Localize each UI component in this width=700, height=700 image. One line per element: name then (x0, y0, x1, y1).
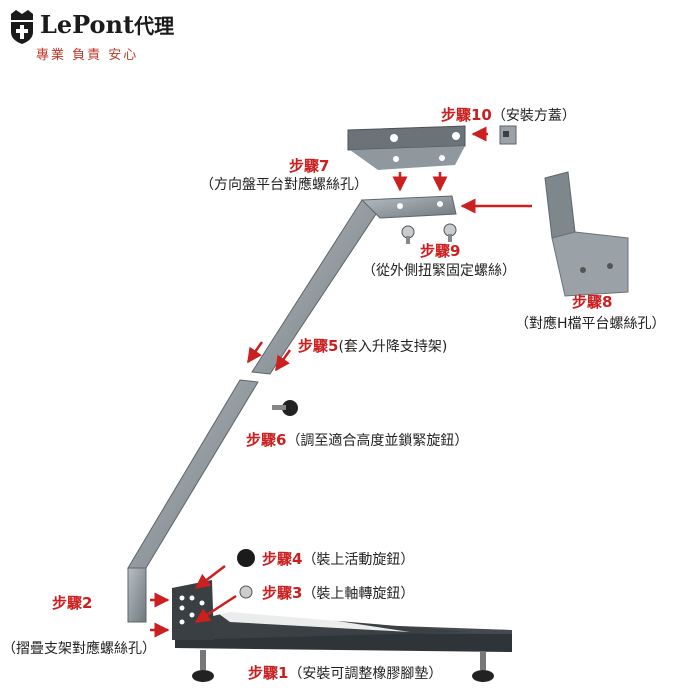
instruction-arrows (150, 126, 532, 638)
step-1-label: 步驟1（安裝可調整橡膠腳墊） (248, 664, 443, 682)
brand-logo: LePont代理 專業 負責 安心 (8, 6, 174, 76)
crest-icon (11, 10, 33, 44)
step-8-title: 步驟8 (572, 293, 613, 311)
step-9-desc: （從外側扭緊固定螺絲） (362, 263, 516, 279)
fixing-bolts (401, 223, 457, 244)
folding-bracket-plate (172, 580, 214, 640)
step-4-label: 步驟4（裝上活動旋鈕） (262, 550, 415, 568)
step-6-label: 步驟6（調至適合高度並鎖緊旋鈕） (246, 431, 469, 449)
step-2-title: 步驟2 (52, 594, 93, 612)
shifter-platform (544, 171, 629, 297)
step-7-desc: （方向盤平台對應螺絲孔） (200, 177, 368, 193)
step-3-label: 步驟3（裝上軸轉旋鈕） (262, 584, 415, 602)
wheel-platform-bracket (347, 125, 466, 170)
base-frame (175, 600, 512, 652)
step-7-title: 步驟7 (289, 157, 330, 175)
knobs (237, 400, 298, 599)
step-8-desc: （對應H檔平台螺絲孔） (515, 316, 666, 332)
step-10-label: 步驟10（安裝方蓋） (441, 106, 576, 124)
step-9-title: 步驟9 (420, 242, 461, 260)
brand-name: LePont代理 (40, 10, 175, 39)
lower-support-tube (127, 379, 259, 623)
square-cap (499, 125, 517, 145)
upper-support-tube (251, 195, 457, 375)
brand-slogan: 專業 負責 安心 (36, 48, 139, 63)
rubber-feet (192, 650, 494, 682)
step-5-label: 步驟5(套入升降支持架) (298, 337, 448, 355)
step-2-desc: （摺疊支架對應螺絲孔） (2, 641, 156, 657)
